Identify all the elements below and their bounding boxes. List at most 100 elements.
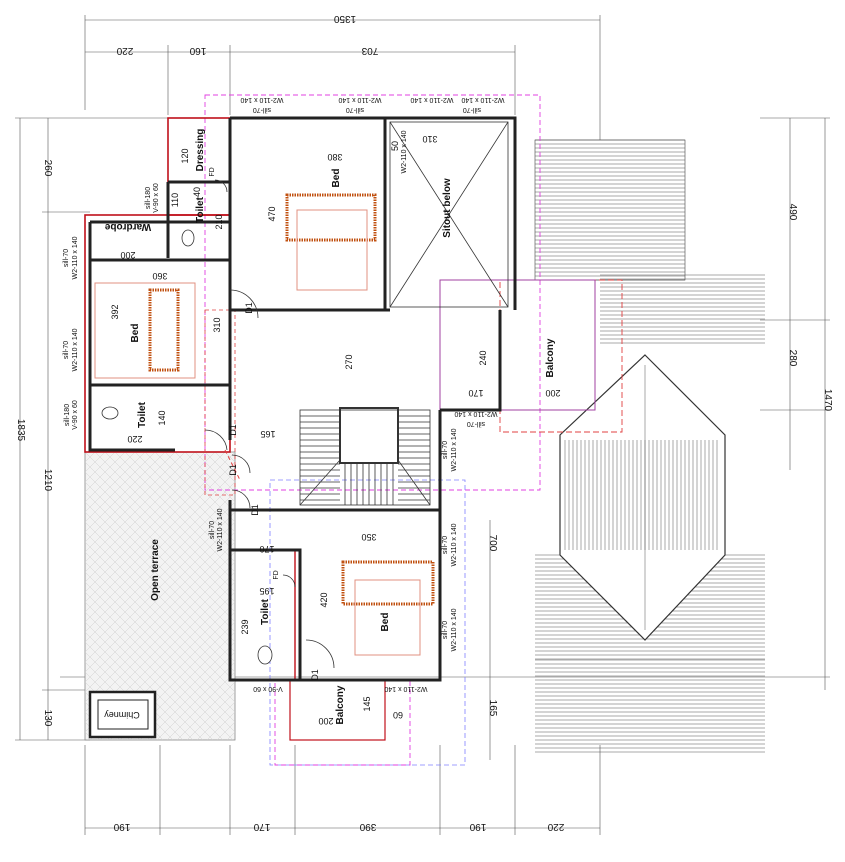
- terrace-hatch: [85, 591, 234, 740]
- terrace-hatch: [124, 452, 235, 563]
- room-toilet-lower: Toilet: [260, 598, 271, 625]
- room-dim-392: 392: [110, 304, 120, 319]
- terrace-hatch: [85, 501, 235, 653]
- room-bed-left: Bed: [130, 324, 141, 343]
- terrace-hatch: [85, 481, 235, 633]
- room-sitout: Sitout below: [442, 178, 453, 238]
- door-swings: [204, 179, 335, 669]
- terrace-hatch: [85, 452, 136, 503]
- room-dressing: Dressing: [195, 129, 206, 172]
- terrace-hatch: [85, 452, 86, 453]
- terrace-hatch: [85, 551, 235, 703]
- terrace-hatch: [85, 491, 235, 643]
- terrace-hatch: [0, 452, 83, 740]
- dim-top-right: 703: [361, 45, 378, 56]
- sill-c: sill-70: [463, 106, 481, 113]
- terrace-hatch: [0, 452, 55, 740]
- dim-mid-vertical-b: 165: [487, 700, 498, 717]
- terrace-hatch: [85, 501, 235, 653]
- terrace-hatch: [85, 521, 235, 673]
- sill-i: sill-70: [442, 441, 449, 459]
- window-w2-a: W2-110 x 140: [240, 96, 283, 103]
- window-w2-l: W2-110 x 140: [217, 508, 224, 551]
- room-toilet-upper: Toilet: [195, 196, 206, 223]
- terrace-hatch: [204, 452, 235, 483]
- room-dim-200b: 200: [545, 388, 560, 398]
- terrace-hatch: [174, 452, 235, 513]
- terrace-hatch: [85, 611, 214, 740]
- dim-bottom-5: 220: [547, 821, 564, 832]
- sill-l: sill-70: [209, 521, 216, 539]
- door-d1-d: D1: [250, 504, 260, 516]
- dim-total-width: 1350: [333, 13, 356, 24]
- walls: [88, 116, 517, 682]
- room-dimensions: 120 110 40 210 200 360 392 380 470 310 3…: [110, 134, 561, 726]
- opening-labels: D1 D1 D1 D1 D1 FD FD W2-110 x 140 W2-110…: [63, 96, 505, 692]
- window-w2-h: W2-110 x 140: [454, 410, 497, 417]
- terrace-hatch: [144, 452, 235, 543]
- sill-j: sill-70: [442, 536, 449, 554]
- door-fd-a: FD: [209, 167, 216, 176]
- terrace-hatch: [85, 461, 235, 613]
- room-dim-170: 170: [468, 388, 483, 398]
- room-dim-350: 350: [361, 532, 376, 542]
- dim-right-a: 490: [787, 204, 798, 221]
- terrace-hatch: [85, 561, 235, 713]
- door-d1-e: D1: [310, 669, 320, 681]
- room-balcony-right: Balcony: [545, 338, 556, 377]
- sill-e: sill-70: [63, 341, 70, 359]
- window-w2-b: W2-110 x 140: [338, 96, 381, 103]
- dim-left-total: 1835: [15, 419, 26, 442]
- terrace-hatch: [164, 452, 235, 523]
- terrace-hatch: [0, 452, 73, 740]
- dim-bottom-3: 390: [359, 821, 376, 832]
- room-dim-270: 270: [344, 354, 354, 369]
- room-dim-360: 360: [152, 271, 167, 281]
- terrace-hatch: [0, 452, 5, 740]
- terrace-hatch: [85, 461, 235, 613]
- terrace-hatch: [85, 471, 235, 623]
- window-w2-m: W2-110 x 140: [384, 685, 427, 692]
- hip-roof: [559, 354, 726, 641]
- terrace-hatch: [85, 452, 146, 513]
- terrace-hatch: [85, 571, 235, 723]
- terrace-hatch: [85, 531, 235, 683]
- room-dim-380: 380: [327, 152, 342, 162]
- room-dim-60: 60: [393, 710, 403, 720]
- room-dim-420: 420: [319, 592, 329, 607]
- dim-top-left-b: 160: [189, 45, 206, 56]
- toilet-fixtures: [101, 229, 273, 665]
- terrace-hatch: [255, 452, 543, 740]
- terrace-hatch: [0, 452, 45, 740]
- terrace-hatch: [94, 452, 235, 593]
- dimension-labels: 1350 220 160 703 1835 260 1210 130 490 2…: [15, 13, 833, 832]
- room-dim-310b: 310: [422, 134, 437, 144]
- room-dim-470: 470: [267, 206, 277, 221]
- room-dim-210: 210: [214, 214, 224, 229]
- terrace-hatch: [85, 531, 235, 683]
- room-dim-310: 310: [212, 317, 222, 332]
- room-bed-lower: Bed: [380, 613, 391, 632]
- dim-top-left-a: 220: [116, 45, 133, 56]
- terrace-hatch: [85, 452, 186, 553]
- dim-left-bottom: 130: [42, 710, 53, 727]
- terrace-hatch: [85, 521, 235, 673]
- window-w2-e: W2-110 x 140: [72, 236, 79, 279]
- window-w2-i: W2-110 x 140: [451, 428, 458, 471]
- room-dim-120: 120: [180, 148, 190, 163]
- room-labels: Dressing Toilet Wardrobe Bed Bed Sitout …: [104, 129, 556, 725]
- terrace-hatch: [85, 452, 206, 573]
- terrace-hatch: [85, 452, 226, 593]
- terrace-hatch: [85, 452, 96, 463]
- room-chimney: Chimney: [104, 710, 140, 720]
- room-dim-40: 40: [192, 187, 202, 197]
- room-balcony-lower: Balcony: [335, 685, 346, 724]
- dim-right-b: 280: [787, 350, 798, 367]
- terrace-hatch: [85, 511, 235, 663]
- dim-left-lower: 1210: [42, 469, 53, 492]
- dim-bottom-4: 190: [469, 821, 486, 832]
- room-toilet-left: Toilet: [137, 401, 148, 428]
- terrace-hatch: [234, 452, 235, 453]
- terrace-hatch: [85, 452, 166, 533]
